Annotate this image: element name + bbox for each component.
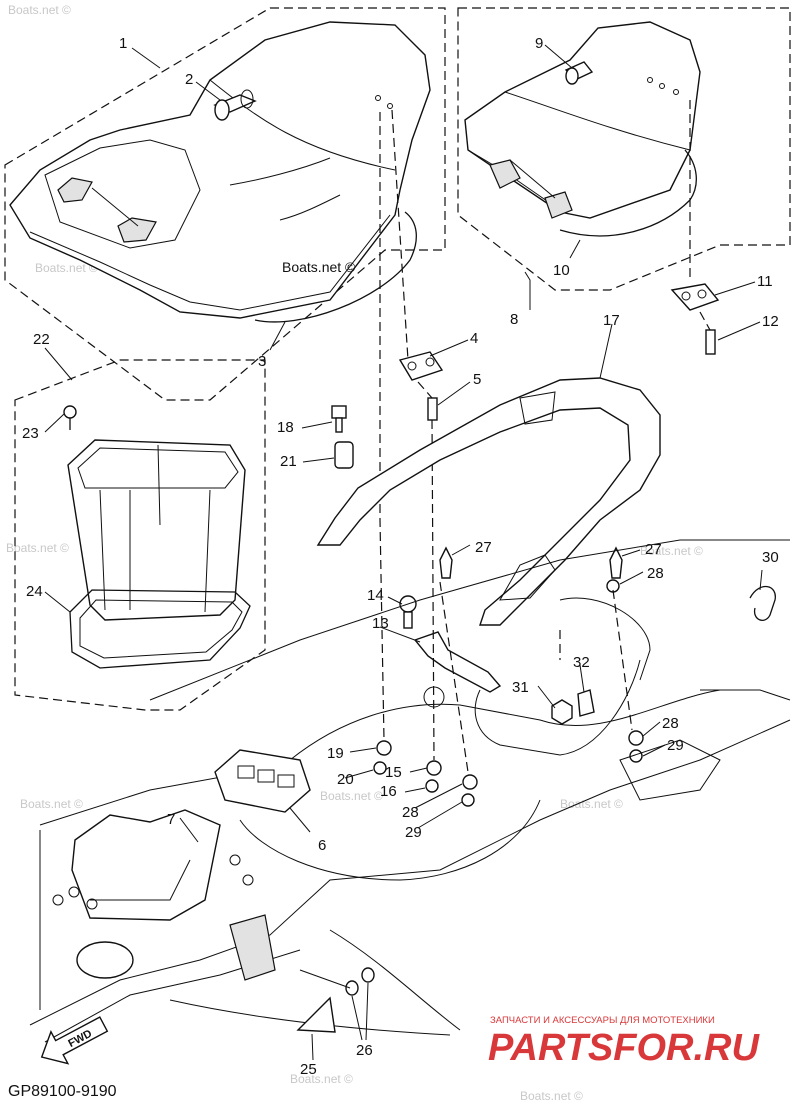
callout-11: 11 <box>757 273 773 290</box>
callout-10: 10 <box>553 262 570 279</box>
callout-15: 15 <box>385 764 402 781</box>
seat-rail <box>316 377 661 626</box>
rear-seat <box>464 21 701 219</box>
watermark: Boats.net © <box>560 797 623 811</box>
callout-4: 4 <box>470 330 478 347</box>
fwd-label: FWD <box>66 1028 94 1050</box>
callout-7: 7 <box>167 811 175 828</box>
callout-20: 20 <box>337 771 354 788</box>
callout-5: 5 <box>473 371 481 388</box>
callout-25: 25 <box>300 1061 317 1078</box>
callout-32: 32 <box>573 654 590 671</box>
callout-24: 24 <box>26 583 43 600</box>
callout-31: 31 <box>512 679 529 696</box>
callout-2: 2 <box>185 71 193 88</box>
watermark: Boats.net © <box>8 3 71 17</box>
callout-17: 17 <box>603 312 620 329</box>
watermark: Boats.net © <box>20 797 83 811</box>
callout-1: 1 <box>119 35 127 52</box>
front-seat <box>9 21 431 319</box>
callout-26: 26 <box>356 1042 373 1059</box>
callout-27: 27 <box>475 539 492 556</box>
callout-28: 28 <box>647 565 664 582</box>
watermark: Boats.net © <box>320 789 383 803</box>
callout-28c: 28 <box>662 715 679 732</box>
callout-29b: 29 <box>667 737 684 754</box>
callout-29: 29 <box>405 824 422 841</box>
diagram-code: GP89100-9190 <box>8 1083 117 1100</box>
callout-16: 16 <box>380 783 397 800</box>
callout-27b: 27 <box>645 541 662 558</box>
seat-seal-rear <box>559 149 697 237</box>
storage-bin <box>63 405 251 669</box>
group-box-seat-rear <box>457 7 791 291</box>
callout-23: 23 <box>22 425 39 442</box>
callout-28b: 28 <box>402 804 419 821</box>
leader-lines <box>44 44 763 1061</box>
callout-13: 13 <box>372 615 389 632</box>
callout-12: 12 <box>762 313 779 330</box>
copyright-label: Boats.net © <box>282 259 356 275</box>
hardware <box>192 100 776 853</box>
hull-deck <box>29 539 791 1043</box>
callout-9: 9 <box>535 35 543 52</box>
watermarks: Boats.net © Boats.net © Boats.net © Boat… <box>6 3 703 1103</box>
group-box-seat-front <box>4 7 446 401</box>
watermark: Boats.net © <box>6 541 69 555</box>
watermark: Boats.net © <box>520 1089 583 1103</box>
callout-30: 30 <box>762 549 779 566</box>
callout-6: 6 <box>318 837 326 854</box>
callout-19: 19 <box>327 745 344 762</box>
watermark: Boats.net © <box>290 1072 353 1086</box>
seat-seal-front <box>254 211 417 323</box>
callout-labels: 1 2 3 4 5 6 7 8 9 10 11 12 13 14 15 16 1… <box>22 35 779 1078</box>
callout-3: 3 <box>258 353 266 370</box>
watermark: Boats.net © <box>640 544 703 558</box>
callout-21: 21 <box>280 453 297 470</box>
callout-8: 8 <box>510 311 518 328</box>
watermark: Boats.net © <box>35 261 98 275</box>
brand-tagline: ЗАПЧАСТИ И АКСЕССУАРЫ ДЛЯ МОТОТЕХНИКИ <box>490 1015 715 1026</box>
callout-22: 22 <box>33 331 50 348</box>
callout-18: 18 <box>277 419 294 436</box>
callout-14: 14 <box>367 587 384 604</box>
brand-logo: PARTSFOR.RU <box>488 1027 760 1069</box>
